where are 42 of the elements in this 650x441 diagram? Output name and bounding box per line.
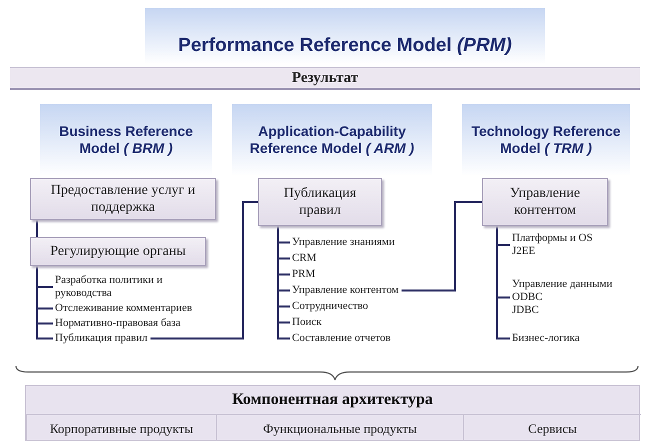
box-text: Предоставление услуг и поддержка [50,182,196,216]
list-item-text: ODBC [512,291,544,304]
process-box [30,178,216,220]
list-item-text: CRM [292,252,316,265]
connector-line [150,201,258,340]
connector-line [36,220,38,237]
box-text: Управление контентом [508,185,582,219]
table-cell: Функциональные продукты [216,414,463,441]
list-item-text: Разработка политики и руководства [55,274,164,300]
list-item-text: Поиск [292,316,322,329]
heading-text: Application-Capability Reference Model ( ARM ) [248,123,416,157]
list-item-text: Бизнес-логика [512,332,580,345]
list-item-text: Управление знаниями [292,236,395,249]
heading-text: Performance Reference Model (PRM) [178,34,512,58]
box-text: Публикация правил [282,185,358,219]
list-item-text: Публикация правил [55,332,148,345]
list-item-text: Платформы и OS [512,232,593,245]
title-band [145,8,545,64]
process-box [482,178,608,226]
connector-line [496,226,510,340]
list-item-text: Управление данными [512,278,612,291]
band-label: Результат [292,68,358,88]
list-item-text: Составление отчетов [292,332,391,345]
list-item-text: Нормативно-правовая база [55,317,181,330]
list-item-text: JDBC [512,304,540,317]
list-item-text: PRM [292,268,316,281]
heading-text: Business Reference Model ( BRM ) [58,123,194,157]
connector-line [402,201,482,292]
process-box [258,178,382,226]
architecture-panel [25,385,640,441]
heading-text: Technology Reference Model ( TRM ) [470,123,622,157]
list-item-text: Управление контентом [292,284,399,297]
list-item-text: Сотрудничество [292,300,368,313]
table-cell: Корпоративные продукты [26,414,216,441]
result-band [10,67,640,90]
list-item-text: Отслеживание комментариев [55,302,192,315]
table-cell: Сервисы [463,414,641,441]
panel-heading: Компонентная архитектура [231,390,434,410]
connector-line [36,266,53,340]
box-text: Регулирующие органы [49,243,187,260]
process-box [30,237,206,266]
list-item-text: J2EE [512,245,536,258]
